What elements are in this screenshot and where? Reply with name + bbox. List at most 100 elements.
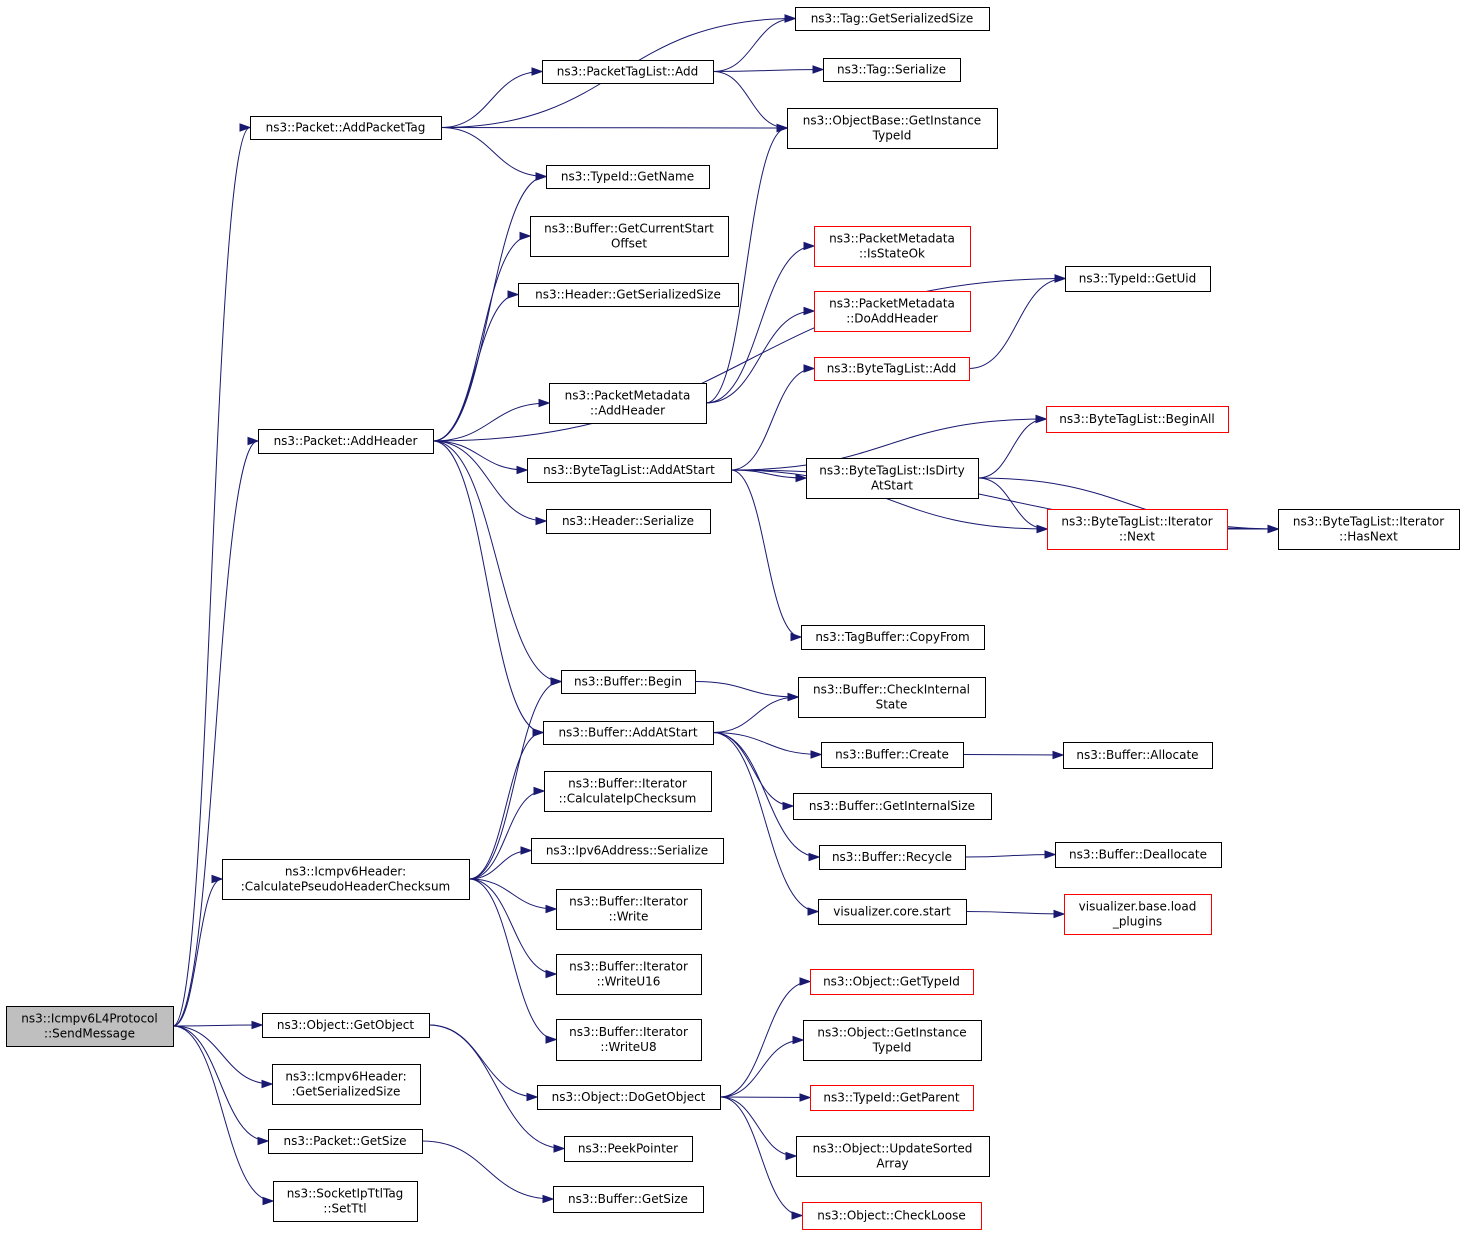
node-bufit_write[interactable]: ns3::Buffer::Iterator::Write bbox=[556, 889, 702, 930]
node-box[interactable] bbox=[810, 1085, 974, 1111]
node-buf_getinternalsize[interactable]: ns3::Buffer::GetInternalSize bbox=[793, 793, 992, 820]
node-box[interactable] bbox=[798, 677, 986, 718]
node-box[interactable] bbox=[531, 838, 724, 864]
node-box[interactable] bbox=[818, 899, 967, 925]
node-box[interactable] bbox=[1278, 509, 1460, 550]
node-obj_getobject[interactable]: ns3::Object::GetObject bbox=[262, 1013, 430, 1038]
node-ipv6addr_serialize[interactable]: ns3::Ipv6Address::Serialize bbox=[531, 838, 724, 864]
node-buf_addatstart[interactable]: ns3::Buffer::AddAtStart bbox=[543, 721, 714, 745]
node-box[interactable] bbox=[814, 291, 971, 332]
node-ptl_add[interactable]: ns3::PacketTagList::Add bbox=[542, 60, 714, 84]
node-box[interactable] bbox=[561, 670, 696, 694]
node-box[interactable] bbox=[262, 1013, 430, 1038]
node-box[interactable] bbox=[527, 458, 732, 483]
node-box[interactable] bbox=[814, 357, 970, 381]
node-buf_recycle[interactable]: ns3::Buffer::Recycle bbox=[819, 845, 966, 870]
node-box[interactable] bbox=[793, 793, 992, 820]
node-hdr_serialize[interactable]: ns3::Header::Serialize bbox=[546, 509, 711, 534]
node-box[interactable] bbox=[1046, 406, 1229, 433]
node-box[interactable] bbox=[819, 845, 966, 870]
node-box[interactable] bbox=[250, 116, 442, 140]
node-box[interactable] bbox=[801, 625, 985, 650]
node-box[interactable] bbox=[258, 429, 434, 454]
node-buf_begin[interactable]: ns3::Buffer::Begin bbox=[561, 670, 696, 694]
node-box[interactable] bbox=[553, 1186, 704, 1213]
node-box[interactable] bbox=[530, 216, 729, 257]
node-box[interactable] bbox=[546, 165, 710, 189]
node-obj_dogetobject[interactable]: ns3::Object::DoGetObject bbox=[537, 1085, 721, 1110]
node-box[interactable] bbox=[543, 721, 714, 745]
node-box[interactable] bbox=[549, 383, 707, 424]
node-obj_checkloose[interactable]: ns3::Object::CheckLoose bbox=[802, 1202, 982, 1230]
node-box[interactable] bbox=[1065, 266, 1211, 292]
node-box[interactable] bbox=[796, 1136, 990, 1177]
node-typeid_getparent[interactable]: ns3::TypeId::GetParent bbox=[810, 1085, 974, 1111]
node-box[interactable] bbox=[556, 1019, 702, 1061]
node-bufit_calcip[interactable]: ns3::Buffer::Iterator::CalculateIpChecks… bbox=[544, 771, 712, 812]
node-btl_add[interactable]: ns3::ByteTagList::Add bbox=[814, 357, 970, 381]
node-pkt_addpackettag[interactable]: ns3::Packet::AddPacketTag bbox=[250, 116, 442, 140]
node-box[interactable] bbox=[787, 108, 998, 149]
node-icmp_calcpseudo[interactable]: ns3::Icmpv6Header::CalculatePseudoHeader… bbox=[222, 859, 470, 900]
node-box[interactable] bbox=[556, 954, 702, 995]
node-box[interactable] bbox=[544, 771, 712, 812]
node-buf_allocate[interactable]: ns3::Buffer::Allocate bbox=[1063, 742, 1213, 769]
node-box[interactable] bbox=[564, 1136, 693, 1162]
node-box[interactable] bbox=[556, 889, 702, 930]
node-viz_start[interactable]: visualizer.core.start bbox=[818, 899, 967, 925]
node-box[interactable] bbox=[810, 969, 974, 995]
node-btl_addatstart[interactable]: ns3::ByteTagList::AddAtStart bbox=[527, 458, 732, 483]
node-box[interactable] bbox=[1063, 742, 1213, 769]
node-tag_serialize[interactable]: ns3::Tag::Serialize bbox=[823, 58, 961, 82]
node-typeid_getname[interactable]: ns3::TypeId::GetName bbox=[546, 165, 710, 189]
node-tb_copyfrom[interactable]: ns3::TagBuffer::CopyFrom bbox=[801, 625, 985, 650]
node-box[interactable] bbox=[1047, 509, 1228, 550]
node-icmp_getsersize[interactable]: ns3::Icmpv6Header::GetSerializedSize bbox=[272, 1064, 421, 1105]
node-box[interactable] bbox=[821, 742, 964, 768]
node-pm_addheader[interactable]: ns3::PacketMetadata::AddHeader bbox=[549, 383, 707, 424]
node-pm_doaddheader[interactable]: ns3::PacketMetadata::DoAddHeader bbox=[814, 291, 971, 332]
node-box[interactable] bbox=[795, 7, 990, 31]
node-bufit_writeu16[interactable]: ns3::Buffer::Iterator::WriteU16 bbox=[556, 954, 702, 995]
node-btl_iter_hasnext[interactable]: ns3::ByteTagList::Iterator::HasNext bbox=[1278, 509, 1460, 550]
node-box[interactable] bbox=[1064, 894, 1212, 935]
node-tag_getsersize[interactable]: ns3::Tag::GetSerializedSize bbox=[795, 7, 990, 31]
node-box[interactable] bbox=[806, 458, 979, 499]
node-box[interactable] bbox=[272, 1064, 421, 1105]
node-box[interactable] bbox=[802, 1202, 982, 1230]
node-box[interactable] bbox=[814, 226, 971, 267]
node-box[interactable] bbox=[823, 58, 961, 82]
node-bufit_writeu8[interactable]: ns3::Buffer::Iterator::WriteU8 bbox=[556, 1019, 702, 1061]
node-pkt_addheader[interactable]: ns3::Packet::AddHeader bbox=[258, 429, 434, 454]
node-root[interactable]: ns3::Icmpv6L4Protocol::SendMessage bbox=[6, 1006, 174, 1047]
node-box[interactable] bbox=[537, 1085, 721, 1110]
node-pkt_getsize[interactable]: ns3::Packet::GetSize bbox=[268, 1129, 423, 1154]
node-peekpointer[interactable]: ns3::PeekPointer bbox=[564, 1136, 693, 1162]
node-box[interactable] bbox=[542, 60, 714, 84]
node-buf_create[interactable]: ns3::Buffer::Create bbox=[821, 742, 964, 768]
node-hdr_getsersize[interactable]: ns3::Header::GetSerializedSize bbox=[518, 283, 739, 307]
node-sockipttl_setttl[interactable]: ns3::SocketIpTtlTag::SetTtl bbox=[273, 1181, 418, 1222]
node-obj_gettypeid[interactable]: ns3::Object::GetTypeId bbox=[810, 969, 974, 995]
node-box[interactable] bbox=[273, 1181, 418, 1222]
node-pm_isstateok[interactable]: ns3::PacketMetadata::IsStateOk bbox=[814, 226, 971, 267]
node-buf_getsize[interactable]: ns3::Buffer::GetSize bbox=[553, 1186, 704, 1213]
node-box[interactable] bbox=[222, 859, 470, 900]
node-viz_loadplugins[interactable]: visualizer.base.load_plugins bbox=[1064, 894, 1212, 935]
node-btl_beginall[interactable]: ns3::ByteTagList::BeginAll bbox=[1046, 406, 1229, 433]
node-btl_iter_next[interactable]: ns3::ByteTagList::Iterator::Next bbox=[1047, 509, 1228, 550]
node-box[interactable] bbox=[803, 1020, 982, 1061]
node-box[interactable] bbox=[518, 283, 739, 307]
node-box[interactable] bbox=[546, 509, 711, 534]
node-box[interactable] bbox=[6, 1006, 174, 1047]
node-typeid_getuid[interactable]: ns3::TypeId::GetUid bbox=[1065, 266, 1211, 292]
node-box[interactable] bbox=[268, 1129, 423, 1154]
node-buf_deallocate[interactable]: ns3::Buffer::Deallocate bbox=[1055, 842, 1222, 868]
node-box[interactable] bbox=[1055, 842, 1222, 868]
